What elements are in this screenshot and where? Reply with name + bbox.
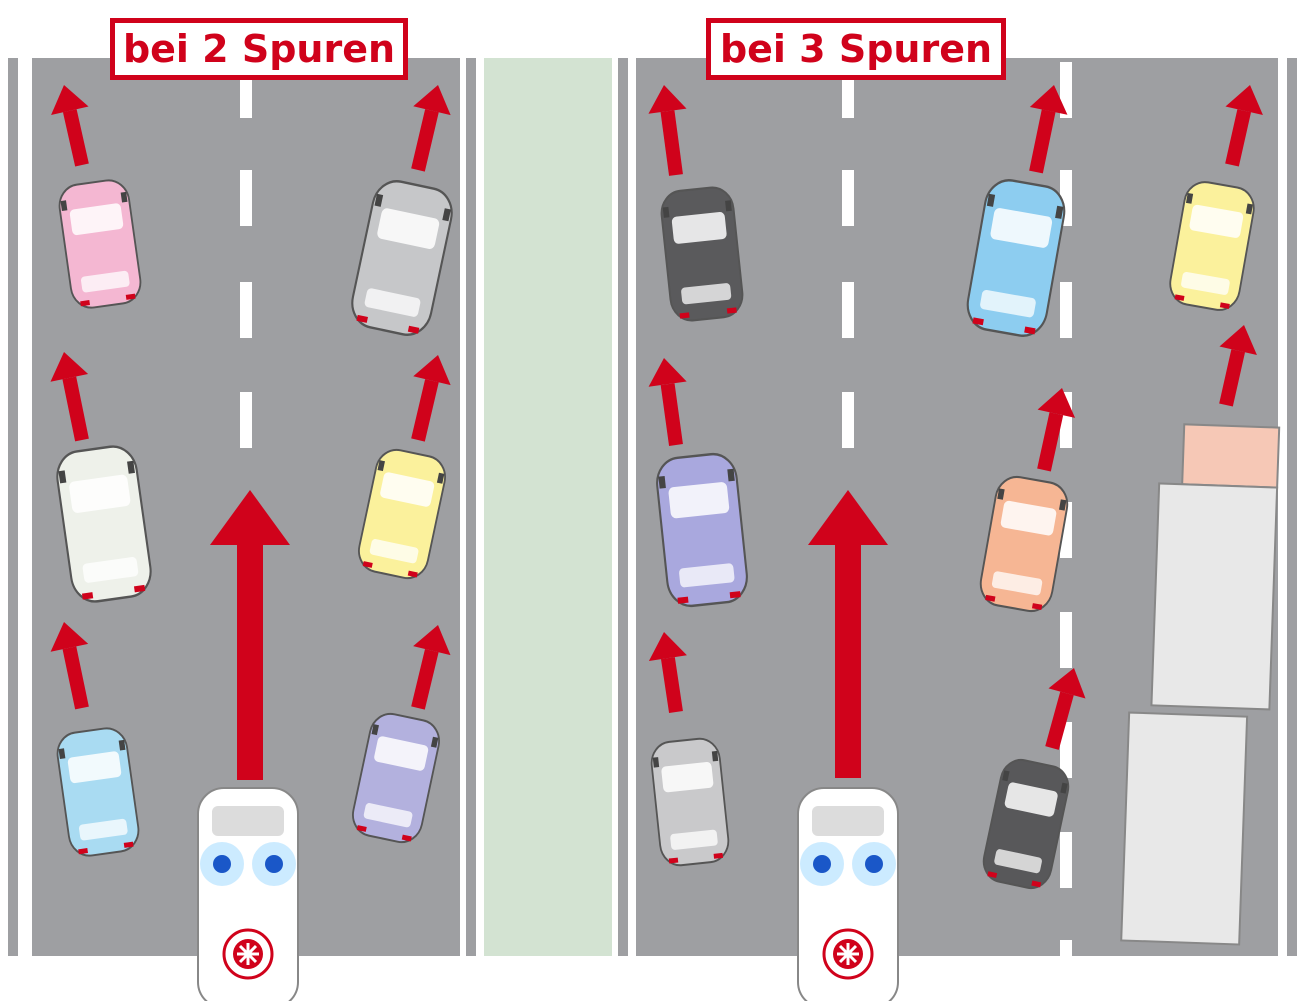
ambulance [198, 788, 298, 1001]
median-strip [484, 58, 612, 956]
left-edge-line [8, 58, 18, 956]
label-two-lanes: bei 2 Spuren [110, 18, 408, 80]
right-edge-line [1287, 58, 1297, 956]
ambulance [798, 788, 898, 1001]
label-two-lanes-text: bei 2 Spuren [123, 30, 395, 68]
dark-car [659, 185, 744, 322]
purple-car [655, 452, 750, 608]
median-right-edge [618, 58, 628, 956]
silver-car [650, 737, 731, 867]
label-three-lanes: bei 3 Spuren [706, 18, 1006, 80]
label-three-lanes-text: bei 3 Spuren [720, 30, 992, 68]
two-lane-right-edge [466, 58, 476, 956]
